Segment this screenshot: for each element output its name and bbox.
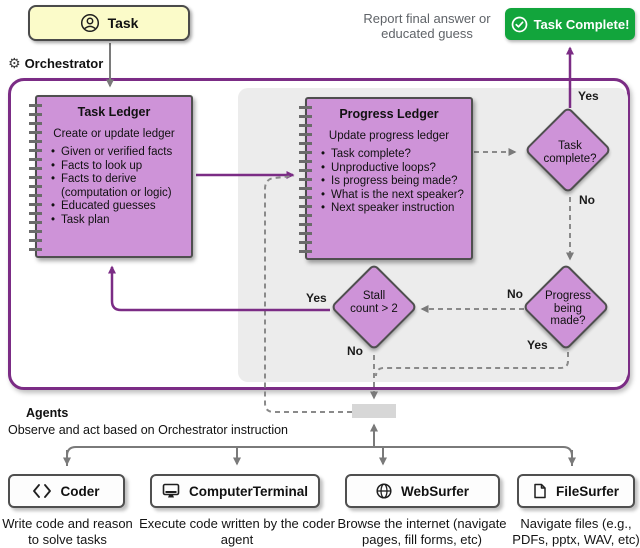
progress-ledger-subtitle: Update progress ledger [328,130,450,142]
task-ledger-box: Task Ledger Create or update ledger Give… [29,95,193,258]
agent-name: FileSurfer [555,483,620,499]
agent-name: ComputerTerminal [188,483,308,499]
spiral-binding-icon [299,104,312,253]
task-complete-label: Task Complete! [533,16,630,32]
spiral-binding-icon [29,102,42,251]
agent-caption-computerterminal: Execute code written by the coder agent [139,516,335,547]
task-ledger-title: Task Ledger [77,105,151,119]
progress-ledger-box: Progress Ledger Update progress ledger T… [299,97,473,260]
gear-icon: ⚙ [8,55,21,72]
task-ledger-item: Given or verified facts [49,146,185,160]
agent-name: Coder [60,483,100,499]
agent-card-computerterminal: ComputerTerminal [150,470,324,508]
edge-label-no: No [507,287,523,301]
orchestrator-label-text: Orchestrator [24,56,104,71]
progress-ledger-item: Is progress being made? [319,175,465,189]
progress-being-made-decision-label: Progress being made? [544,290,592,328]
monitor-icon [162,483,180,499]
stall-count-decision-label: Stall count > 2 [350,290,398,315]
globe-icon [376,483,392,499]
report-final-answer-text: Report final answer or educated guess [363,11,491,42]
task-node: Task [28,5,190,41]
edge-label-yes: Yes [527,338,548,352]
task-node-label: Task [107,15,139,31]
task-complete-badge: Task Complete! [505,8,635,40]
progress-ledger-item: What is the next speaker? [319,189,465,203]
agent-card-coder: Coder [8,470,129,508]
task-ledger-item: Educated guesses [49,200,185,214]
progress-ledger-item: Next speaker instruction [319,202,465,216]
agent-card-websurfer: WebSurfer [345,470,504,508]
agents-section-title: Agents [26,406,69,420]
edge-label-no: No [347,344,363,358]
agent-caption-coder: Write code and reason to solve tasks [2,516,133,547]
task-ledger-subtitle: Create or update ledger [53,128,175,140]
task-ledger-item: Facts to derive (computation or logic) [49,173,185,200]
progress-ledger-item: Task complete? [319,148,465,162]
agents-section-subtitle: Observe and act based on Orchestrator in… [8,423,289,437]
agent-caption-filesurfer: Navigate files (e.g., PDFs, pptx, WAV, e… [512,516,640,547]
orchestrator-agents-bus [352,404,396,418]
task-ledger-item: Facts to look up [49,160,185,174]
edge-label-yes: Yes [306,291,327,305]
edge-label-no: No [579,193,595,207]
progress-ledger-title: Progress Ledger [339,107,439,121]
edge-label-yes: Yes [578,89,599,103]
task-complete-decision-label: Task complete? [543,140,597,165]
user-circle-icon [80,13,100,33]
progress-ledger-item: Unproductive loops? [319,162,465,176]
agent-card-filesurfer: FileSurfer [517,470,639,508]
file-icon [533,483,547,499]
agent-caption-websurfer: Browse the internet (navigate pages, fil… [337,516,507,547]
task-ledger-item: Task plan [49,214,185,228]
agent-name: WebSurfer [400,483,469,499]
orchestrator-label: ⚙ Orchestrator [8,56,103,71]
code-icon [33,484,52,498]
check-circle-icon [511,16,528,33]
